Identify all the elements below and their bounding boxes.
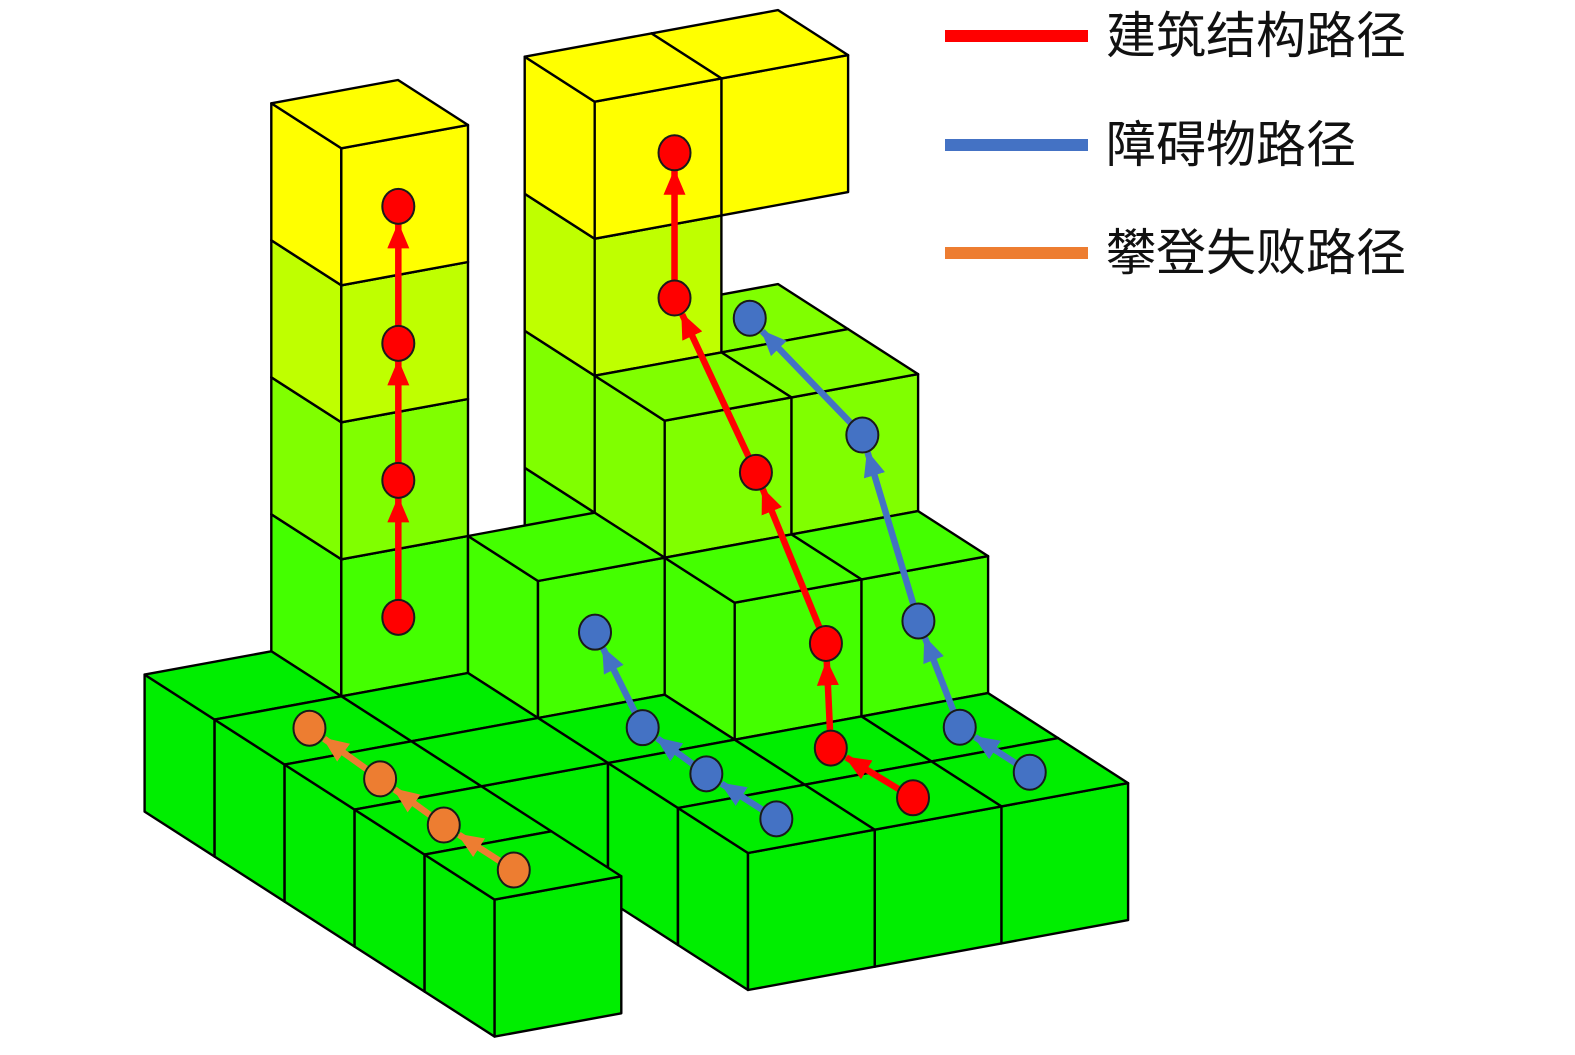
cube <box>466 511 666 720</box>
path-node <box>381 324 416 362</box>
legend-swatch-red <box>945 30 1088 42</box>
legend-item-building-path: 建筑结构路径 <box>945 6 1406 66</box>
obstacle-path-middle <box>578 613 794 838</box>
cube-front-face <box>720 53 850 217</box>
path-node <box>292 709 327 747</box>
cube-front-face <box>733 578 863 741</box>
legend-label: 障碍物路径 <box>1106 116 1356 174</box>
legend-swatch-blue <box>945 139 1088 151</box>
cube-front-face <box>873 805 1003 968</box>
path-node <box>901 602 936 640</box>
cube-front-face <box>593 77 723 240</box>
path-arrow <box>679 312 753 460</box>
obstacle-path-right <box>732 299 1047 791</box>
cube-stack <box>143 8 1130 1038</box>
cube-front-face <box>663 396 793 559</box>
path-arrow <box>655 735 696 768</box>
cube-front-face <box>746 828 876 992</box>
path-node <box>381 461 416 499</box>
path-arrow <box>759 487 823 630</box>
cube-front-face <box>1000 781 1130 945</box>
path-node <box>363 760 398 798</box>
path-node <box>942 708 977 746</box>
building-path-left-tower <box>381 187 416 636</box>
path-node <box>738 453 773 491</box>
path-node <box>845 416 880 454</box>
legend-item-obstacle-path: 障碍物路径 <box>945 115 1356 175</box>
building-path-right-tower <box>657 134 931 817</box>
path-node <box>813 729 848 767</box>
path-node <box>657 134 692 172</box>
path-node <box>426 806 461 844</box>
path-arrow <box>600 646 639 715</box>
cube-top-face <box>663 533 863 604</box>
path-node <box>578 613 613 651</box>
path-node <box>896 779 931 817</box>
path-node <box>732 299 767 337</box>
cube-front-face <box>493 875 623 1038</box>
cube-top-face <box>593 351 793 422</box>
climb-failure-path <box>292 709 531 889</box>
path-node <box>657 279 692 317</box>
path-arrow <box>322 736 370 773</box>
path-arrow <box>759 328 854 426</box>
path-arrow <box>921 635 957 714</box>
cube <box>523 32 723 240</box>
path-arrow <box>863 450 917 607</box>
path-arrow <box>816 659 839 733</box>
path-node <box>381 187 416 225</box>
path-overlay <box>292 134 1047 889</box>
legend-label: 建筑结构路径 <box>1106 7 1406 65</box>
legend-item-climb-failure-path: 攀登失败路径 <box>945 223 1406 283</box>
path-arrow <box>457 832 503 865</box>
cube-top-face <box>523 32 723 103</box>
cube-front-face <box>790 372 920 536</box>
path-arrow <box>844 754 902 793</box>
path-node <box>759 800 794 838</box>
cube-top-face <box>466 511 666 583</box>
cube <box>270 78 470 287</box>
path-node <box>808 624 843 662</box>
path-node <box>381 598 416 636</box>
path-node <box>689 755 724 793</box>
path-node <box>1012 753 1047 791</box>
path-arrow <box>392 786 433 819</box>
legend-swatch-orange <box>945 247 1088 259</box>
path-node <box>625 709 660 747</box>
path-arrow <box>719 780 765 813</box>
legend-label: 攀登失败路径 <box>1106 224 1406 282</box>
cube-top-face <box>270 78 470 150</box>
path-node <box>496 851 531 889</box>
path-arrow <box>973 734 1019 767</box>
